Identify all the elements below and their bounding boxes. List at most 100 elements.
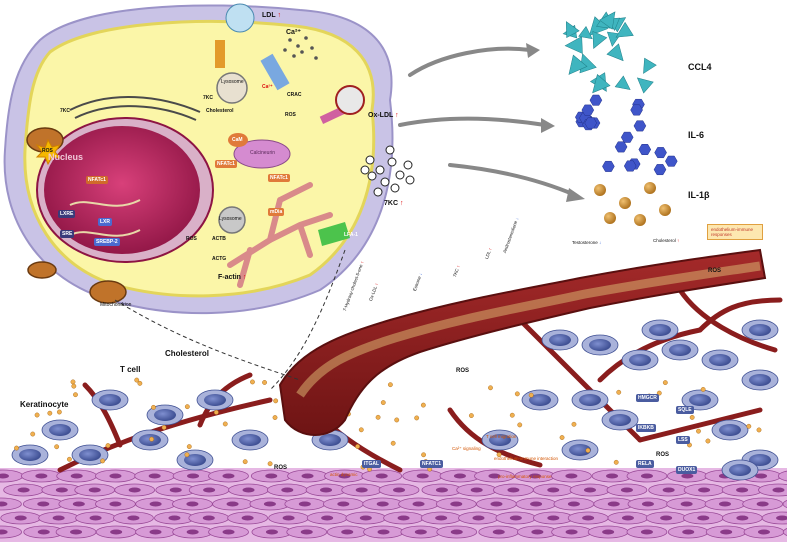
keratinocyte-nucleus	[641, 474, 653, 479]
il6-molecule	[665, 156, 677, 166]
lysosome-top-label: Lysosome	[221, 79, 244, 85]
factin-label: F-actin ↑	[218, 274, 246, 281]
il1b-molecule	[634, 214, 646, 226]
srebp-tag: SREBP-2	[94, 238, 120, 246]
keratinocyte-nucleus	[720, 530, 732, 535]
keratinocyte-nucleus	[451, 530, 463, 535]
7kc-molecule	[361, 166, 369, 174]
ros-mito-label: ROS	[42, 148, 53, 154]
keratinocyte-nucleus	[266, 530, 278, 535]
7kc-molecule	[391, 184, 399, 192]
keratinocyte-nucleus	[70, 530, 82, 535]
tcell-nucleus	[19, 449, 41, 461]
keratinocyte-nucleus	[531, 530, 543, 535]
keratinocyte-nucleus	[736, 516, 748, 521]
keratinocyte-nucleus	[566, 530, 578, 535]
cholesterol-dot	[388, 382, 392, 386]
nfatc1-a-tag: NFATc1	[215, 160, 237, 168]
il1b-molecule	[644, 182, 656, 194]
il1b-molecule	[659, 204, 671, 216]
calcium-ion	[288, 38, 292, 42]
keratinocyte-nucleus	[568, 502, 580, 507]
hmgcr-tag: HMGCR	[636, 394, 659, 402]
lxr-tag: LXR	[98, 218, 112, 226]
keratinocyte-nucleus	[56, 488, 68, 493]
keratinocyte-nucleus	[660, 516, 672, 521]
nfatc1-nucleus-tag: NFATc1	[86, 176, 108, 184]
7kc-molecule	[406, 176, 414, 184]
cholesterol-dot	[149, 437, 153, 441]
il1b-molecule	[619, 197, 631, 209]
keratinocyte-nucleus	[454, 474, 466, 479]
cholesterol-dot	[414, 416, 418, 420]
tcell-nucleus	[79, 449, 101, 461]
keratinocyte-nucleus	[642, 502, 654, 507]
keratinocyte-nucleus	[127, 516, 139, 521]
keratinocyte-nucleus	[150, 502, 162, 507]
tcell-nucleus	[589, 339, 611, 351]
actb-label: ACTB	[212, 236, 226, 242]
keratinocyte-nucleus	[530, 502, 542, 507]
cholesterol-dot	[162, 425, 166, 429]
7kc-left-label: 7KC	[60, 108, 70, 114]
keratinocyte-nucleus	[302, 474, 314, 479]
cholesterol-dot	[376, 415, 380, 419]
il1b-molecules	[594, 182, 671, 226]
tcell-nucleus	[49, 424, 71, 436]
cholesterol-dot	[57, 410, 61, 414]
cholesterol-dot	[701, 387, 705, 391]
tcell-nucleus	[549, 334, 571, 346]
ros-cell-label: ROS	[285, 112, 296, 118]
keratinocyte-nucleus	[283, 516, 295, 521]
keratinocyte-nucleus	[450, 502, 462, 507]
ros-er-label: ROS	[186, 236, 197, 242]
mitochondrion-label: Mitochondrion	[100, 302, 131, 308]
keratinocyte-nucleus	[265, 474, 277, 479]
il1b-label: IL-1β	[688, 190, 710, 200]
keratinocyte-nucleus	[393, 488, 405, 493]
tcell-nucleus	[709, 354, 731, 366]
cholesterol-dot	[395, 418, 399, 422]
cholesterol-dot	[586, 448, 590, 452]
keratinocyte-nucleus	[90, 516, 102, 521]
keratinocyte-nucleus	[681, 474, 693, 479]
keratinocyte-nucleus	[417, 474, 429, 479]
keratinocyte-nucleus	[378, 530, 390, 535]
rela-tag: RELA	[636, 460, 654, 468]
tcell-nucleus	[689, 394, 711, 406]
il1b-molecule	[604, 212, 616, 224]
keratinocyte-nucleus	[168, 516, 180, 521]
keratinocyte-nucleus	[415, 530, 427, 535]
vessel-ros-right-label: ROS	[708, 268, 721, 274]
mdia-tag: mDia	[268, 208, 284, 216]
keratinocyte-nucleus	[547, 516, 559, 521]
endothelium-interaction-note: endothelium-immune interaction	[494, 456, 558, 461]
cholesterol-dot	[421, 403, 425, 407]
cholesterol-dot	[67, 457, 71, 461]
keratinocyte-nucleus	[341, 530, 353, 535]
keratinocyte-nucleus	[242, 516, 254, 521]
keratinocyte-nucleus	[360, 516, 372, 521]
tcell-nucleus	[609, 414, 631, 426]
keratinocyte-nucleus	[110, 530, 122, 535]
cholesterol-dot	[135, 378, 139, 382]
tcell-nucleus	[649, 324, 671, 336]
cholesterol-dot	[243, 459, 247, 463]
keratinocyte-nucleus	[697, 516, 709, 521]
cholesterol-dot	[696, 429, 700, 433]
cholesterol-dot	[151, 405, 155, 409]
tissue-cholesterol-label: Cholesterol	[165, 349, 209, 358]
cholesterol-dot	[72, 384, 76, 388]
keratinocyte-label: Keratinocyte	[20, 400, 68, 409]
cholesterol-dot	[469, 413, 473, 417]
nfatc1-tissue-tag: NFATC1	[420, 460, 443, 468]
il6-molecules	[575, 95, 677, 175]
keratinocyte-nucleus	[337, 502, 349, 507]
keratinocyte-nucleus	[109, 502, 121, 507]
tissue-ros-left-label: ROS	[274, 465, 287, 471]
calcium-ion	[304, 36, 308, 40]
keratinocyte-nucleus	[698, 488, 710, 493]
tcell-label: T cell	[120, 365, 140, 374]
7kc-molecule	[376, 166, 384, 174]
